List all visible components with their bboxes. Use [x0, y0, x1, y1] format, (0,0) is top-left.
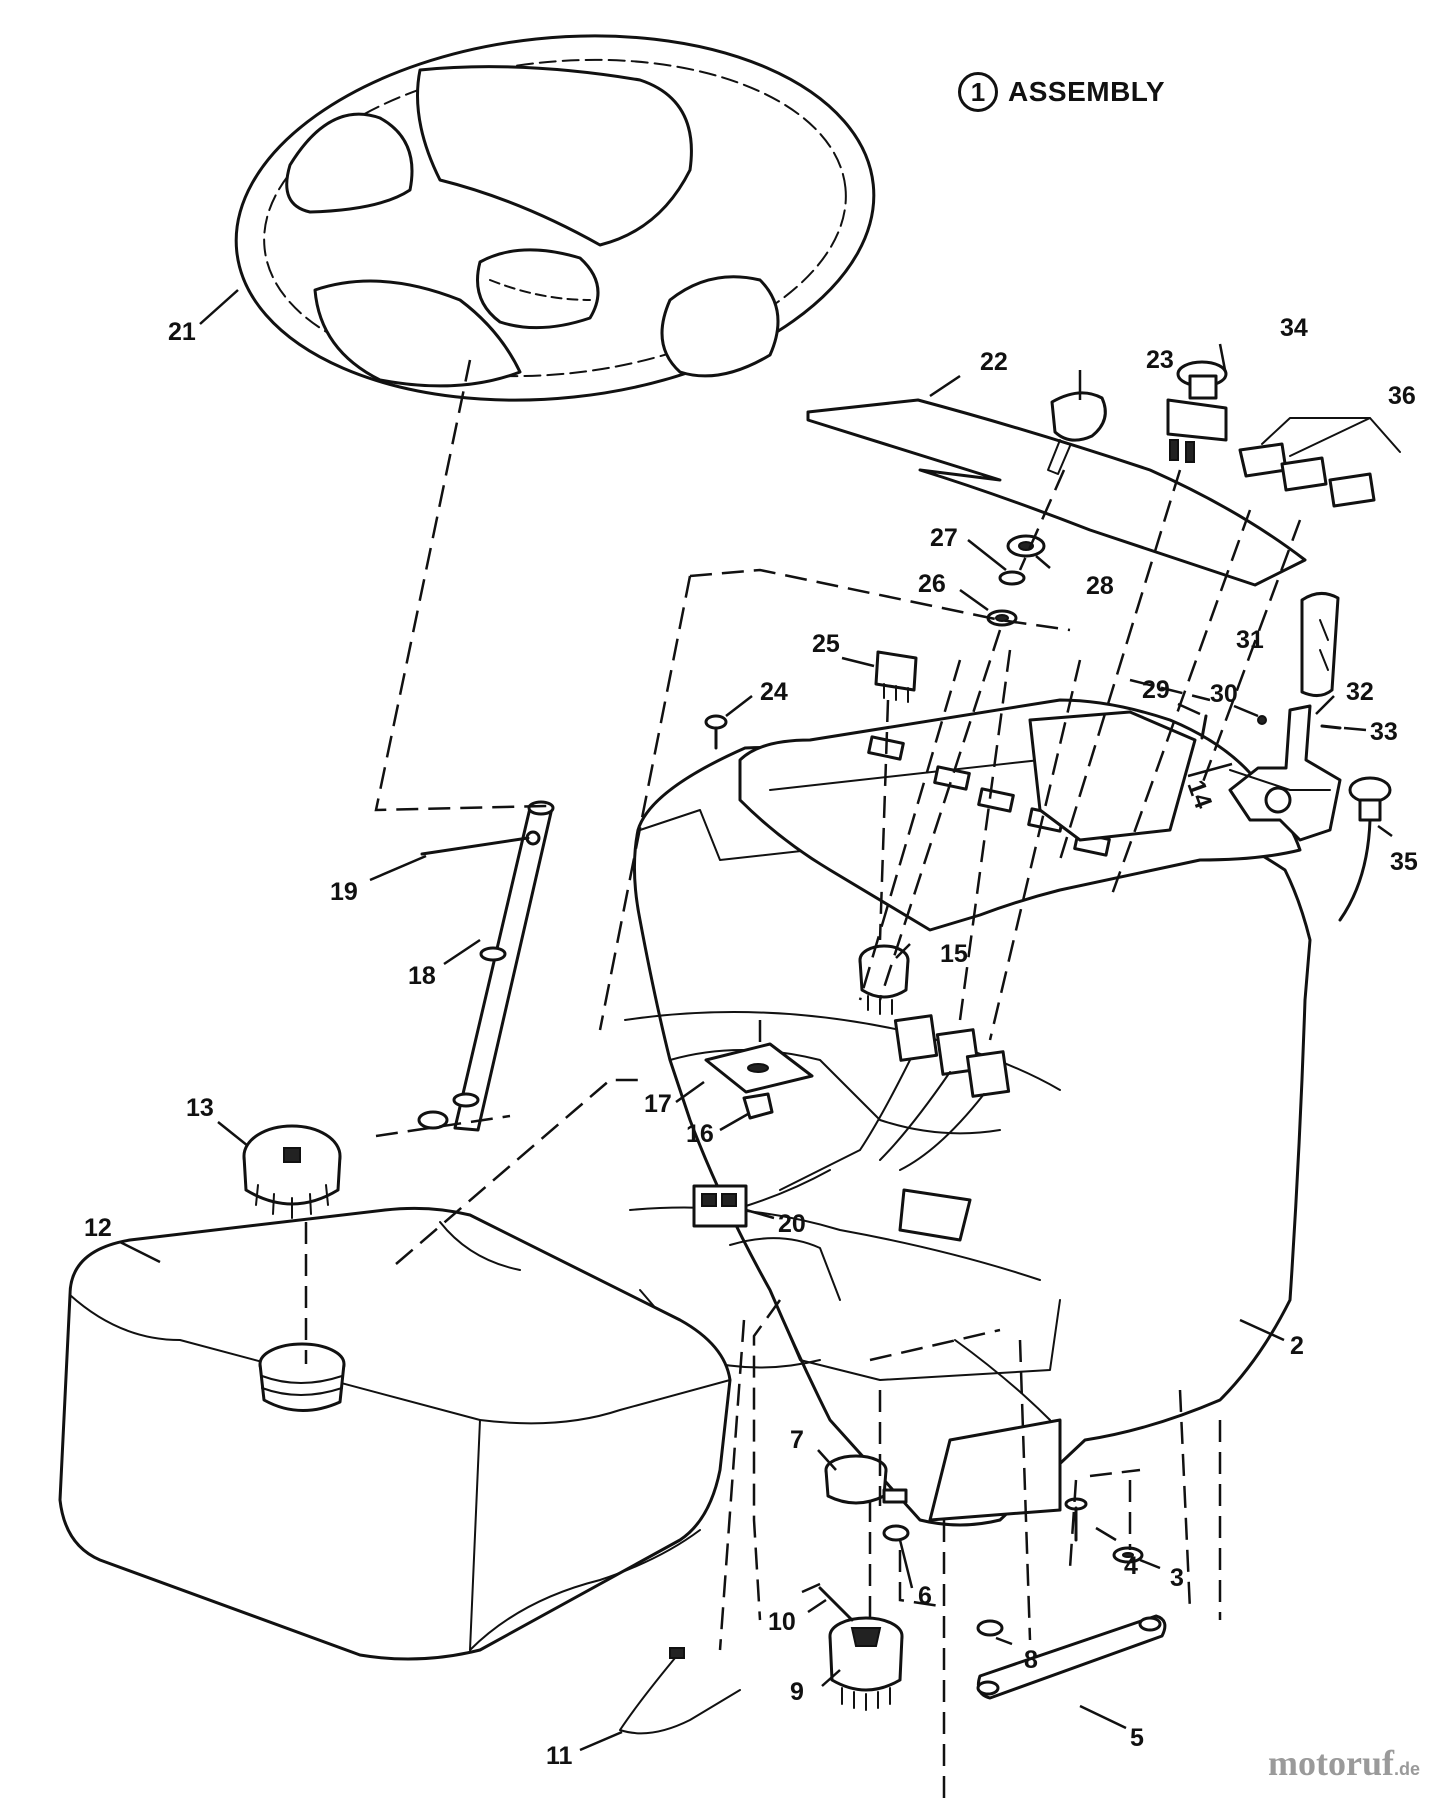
- callout-15: 15: [940, 940, 968, 968]
- callout-29: 29: [1142, 676, 1170, 704]
- hardware-parts: [882, 1497, 1144, 1637]
- callout-21: 21: [168, 318, 196, 346]
- callout-18: 18: [408, 962, 436, 990]
- choke-knob-part: [1338, 776, 1392, 922]
- rocker-switch-part: [874, 650, 918, 703]
- callout-7: 7: [790, 1426, 804, 1454]
- callout-10: 10: [768, 1608, 796, 1636]
- fuel-tank-part: [58, 1206, 732, 1661]
- wire-connectors-part: [779, 1014, 1011, 1191]
- steering-wheel-part: [234, 34, 876, 402]
- assembly-number-circle: 1: [958, 72, 998, 112]
- callout-12: 12: [84, 1214, 112, 1242]
- steering-shaft-part: [417, 800, 555, 1132]
- callout-28: 28: [1086, 572, 1114, 600]
- callout-2: 2: [1290, 1332, 1304, 1360]
- callout-20: 20: [778, 1210, 806, 1238]
- seat-switch-part: [824, 1454, 908, 1505]
- callout-27: 27: [930, 524, 958, 552]
- callout-30: 30: [1210, 680, 1238, 708]
- callout-34: 34: [1280, 314, 1308, 342]
- pin-part: [818, 1586, 854, 1622]
- plate-nut-part: [704, 1042, 814, 1120]
- watermark-name: motoruf: [1268, 1743, 1394, 1783]
- fuel-cap-part: [242, 1124, 342, 1219]
- assembly-title: ASSEMBLY: [1008, 76, 1166, 107]
- throttle-lever-part: [1228, 704, 1342, 842]
- throttle-knob-part: [1300, 592, 1340, 697]
- callout-33: 33: [1370, 718, 1398, 746]
- harness-plug-part: [692, 1169, 972, 1242]
- small-screw-parts: [1200, 714, 1342, 740]
- wire-tie-part: [619, 1647, 741, 1735]
- callout-5: 5: [1130, 1724, 1144, 1752]
- switch-buttons-part: [1238, 417, 1401, 508]
- callout-36: 36: [1388, 382, 1416, 410]
- watermark-logo: motoruf.de: [1268, 1742, 1420, 1784]
- watermark-tld: .de: [1393, 1759, 1420, 1779]
- callout-16: 16: [686, 1120, 714, 1148]
- grommet-parts: [986, 534, 1046, 627]
- callout-11: 11: [546, 1742, 573, 1770]
- screw-part: [704, 714, 728, 750]
- callout-labels: 21 22 23 34 36 27 28 26 25 24 31 29 30 3…: [84, 314, 1418, 1770]
- support-bar-part: [976, 1614, 1167, 1700]
- callout-25: 25: [812, 630, 840, 658]
- callout-3: 3: [1170, 1564, 1184, 1592]
- callout-32: 32: [1346, 678, 1374, 706]
- callout-9: 9: [790, 1678, 804, 1706]
- callout-24: 24: [760, 678, 788, 706]
- callout-17: 17: [644, 1090, 672, 1118]
- callout-26: 26: [918, 570, 946, 598]
- callout-31: 31: [1236, 626, 1264, 654]
- callout-13: 13: [186, 1094, 214, 1122]
- callout-6: 6: [918, 1582, 932, 1610]
- leader-lines: [119, 289, 1393, 1752]
- callout-23: 23: [1146, 346, 1174, 374]
- lower-switch-part: [828, 1616, 904, 1711]
- ignition-switch-part: [1166, 360, 1228, 463]
- callout-4: 4: [1124, 1552, 1138, 1580]
- assembly-label: 1 ASSEMBLY: [958, 72, 1165, 112]
- callout-8: 8: [1024, 1646, 1038, 1674]
- callout-19: 19: [330, 878, 358, 906]
- callout-22: 22: [980, 348, 1008, 376]
- callout-35: 35: [1390, 848, 1418, 876]
